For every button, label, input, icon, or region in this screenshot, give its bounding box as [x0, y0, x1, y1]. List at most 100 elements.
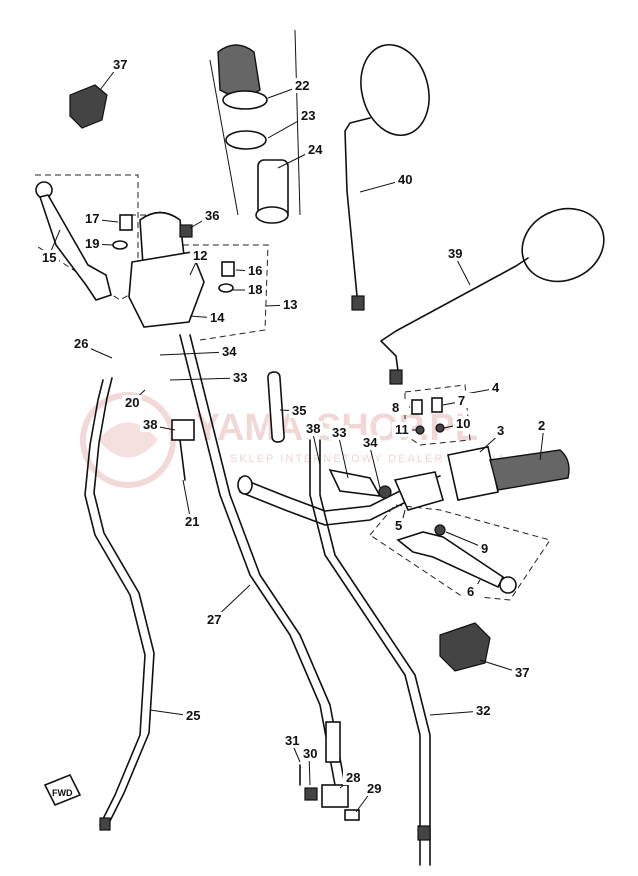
callout-bg-c15 [39, 250, 59, 265]
callout-c33b: 33 [332, 425, 346, 440]
callout-c12: 12 [193, 248, 207, 263]
cable-25-b [93, 377, 155, 824]
callout-bg-c18 [245, 282, 265, 297]
bracket-37-top [69, 84, 108, 129]
callout-bg-c38a [140, 417, 160, 432]
callout-c6: 6 [467, 584, 474, 599]
callout-bg-c40 [395, 172, 415, 187]
callout-bg-c28 [343, 770, 363, 785]
cable-27 [179, 334, 336, 786]
callout-c38a: 38 [143, 417, 157, 432]
callout-c40: 40 [398, 172, 412, 187]
mirror-39 [380, 207, 605, 385]
fwd-badge [43, 773, 82, 807]
callout-bg-c26 [71, 336, 91, 351]
mirror-39-stem [380, 257, 529, 372]
wire-21 [179, 439, 186, 481]
callout-c26: 26 [74, 336, 88, 351]
strap-35-part [267, 371, 285, 443]
callout-bg-c39 [445, 246, 465, 261]
callout-c32: 32 [476, 703, 490, 718]
callout-c3: 3 [497, 423, 504, 438]
callout-bg-c7 [455, 393, 475, 408]
callout-bg-c32 [473, 703, 493, 718]
callout-bg-c24 [305, 142, 325, 157]
callout-c10: 10 [456, 416, 470, 431]
callout-c25: 25 [186, 708, 200, 723]
callout-bg-c6 [464, 584, 484, 599]
callout-bg-c19 [82, 236, 102, 251]
callout-bg-c25 [183, 708, 203, 723]
cable-27-b [189, 334, 346, 786]
throttle-tube-end [255, 206, 289, 224]
cap-36 [179, 224, 193, 238]
leader-line-c33b [337, 432, 349, 479]
part-37-top [69, 84, 108, 129]
leader-line-c34b [368, 442, 381, 489]
callout-bg-c11 [392, 422, 412, 437]
callout-c22: 22 [295, 78, 309, 93]
callout-c37b: 37 [515, 665, 529, 680]
callout-bg-c16 [245, 263, 265, 278]
leader-line-c33a [169, 377, 240, 381]
callout-c19: 19 [85, 236, 99, 251]
washer-23 [225, 130, 267, 150]
washer-10 [435, 423, 445, 433]
bolt-16 [221, 261, 235, 277]
cables [84, 334, 431, 866]
callout-c34b: 34 [363, 435, 378, 450]
callout-bg-c27 [204, 612, 224, 627]
cable-25-end [99, 817, 111, 831]
callout-c11: 11 [395, 422, 409, 437]
callout-bg-c37b [512, 665, 532, 680]
callout-c5: 5 [395, 518, 402, 533]
nut-34 [378, 485, 392, 499]
cable-25 [84, 379, 146, 826]
callout-c18: 18 [248, 282, 262, 297]
mirror-39-head [521, 207, 605, 283]
bolt-29 [344, 809, 360, 821]
callout-c9: 9 [481, 541, 488, 556]
bolt-7 [431, 397, 443, 413]
lever-6-tip [499, 576, 517, 594]
holder-5 [393, 471, 444, 511]
right-grip-group [328, 384, 570, 601]
callout-c34a: 34 [222, 344, 237, 359]
callout-c38b: 38 [306, 421, 320, 436]
group-box-13 [120, 214, 269, 341]
callout-bg-c10 [453, 416, 473, 431]
grip-2 [489, 449, 570, 491]
callout-bg-c36 [202, 208, 222, 223]
cable-27-adjuster [325, 721, 341, 763]
callout-c8: 8 [392, 400, 399, 415]
cable-32 [309, 439, 421, 866]
callout-bg-c17 [82, 211, 102, 226]
leader-line-c34a [159, 351, 229, 356]
nut-30 [304, 787, 318, 801]
callout-bg-c5 [392, 518, 412, 533]
left-lever-group [34, 174, 139, 301]
grip-22-part [217, 44, 261, 97]
callout-c15: 15 [42, 250, 56, 265]
callout-c31: 31 [285, 733, 299, 748]
group-box-6 [369, 504, 551, 601]
exploded-guide [209, 29, 301, 216]
washer-11 [415, 425, 425, 435]
callout-bg-c21 [182, 514, 202, 529]
switch-3 [447, 446, 499, 501]
strap-35 [267, 371, 285, 443]
washer-22 [222, 90, 268, 110]
mirror-40 [344, 43, 430, 311]
callout-bg-c38b [303, 421, 323, 436]
callout-bg-c37a [110, 57, 130, 72]
bolt-17 [119, 214, 133, 231]
callout-c14: 14 [210, 310, 225, 325]
handlebar-end [237, 475, 253, 495]
callout-c13: 13 [283, 297, 297, 312]
callout-c24: 24 [308, 142, 323, 157]
callout-bg-c34b [360, 435, 380, 450]
callout-c36: 36 [205, 208, 219, 223]
callout-bg-c23 [298, 108, 318, 123]
callout-c4: 4 [492, 380, 500, 395]
